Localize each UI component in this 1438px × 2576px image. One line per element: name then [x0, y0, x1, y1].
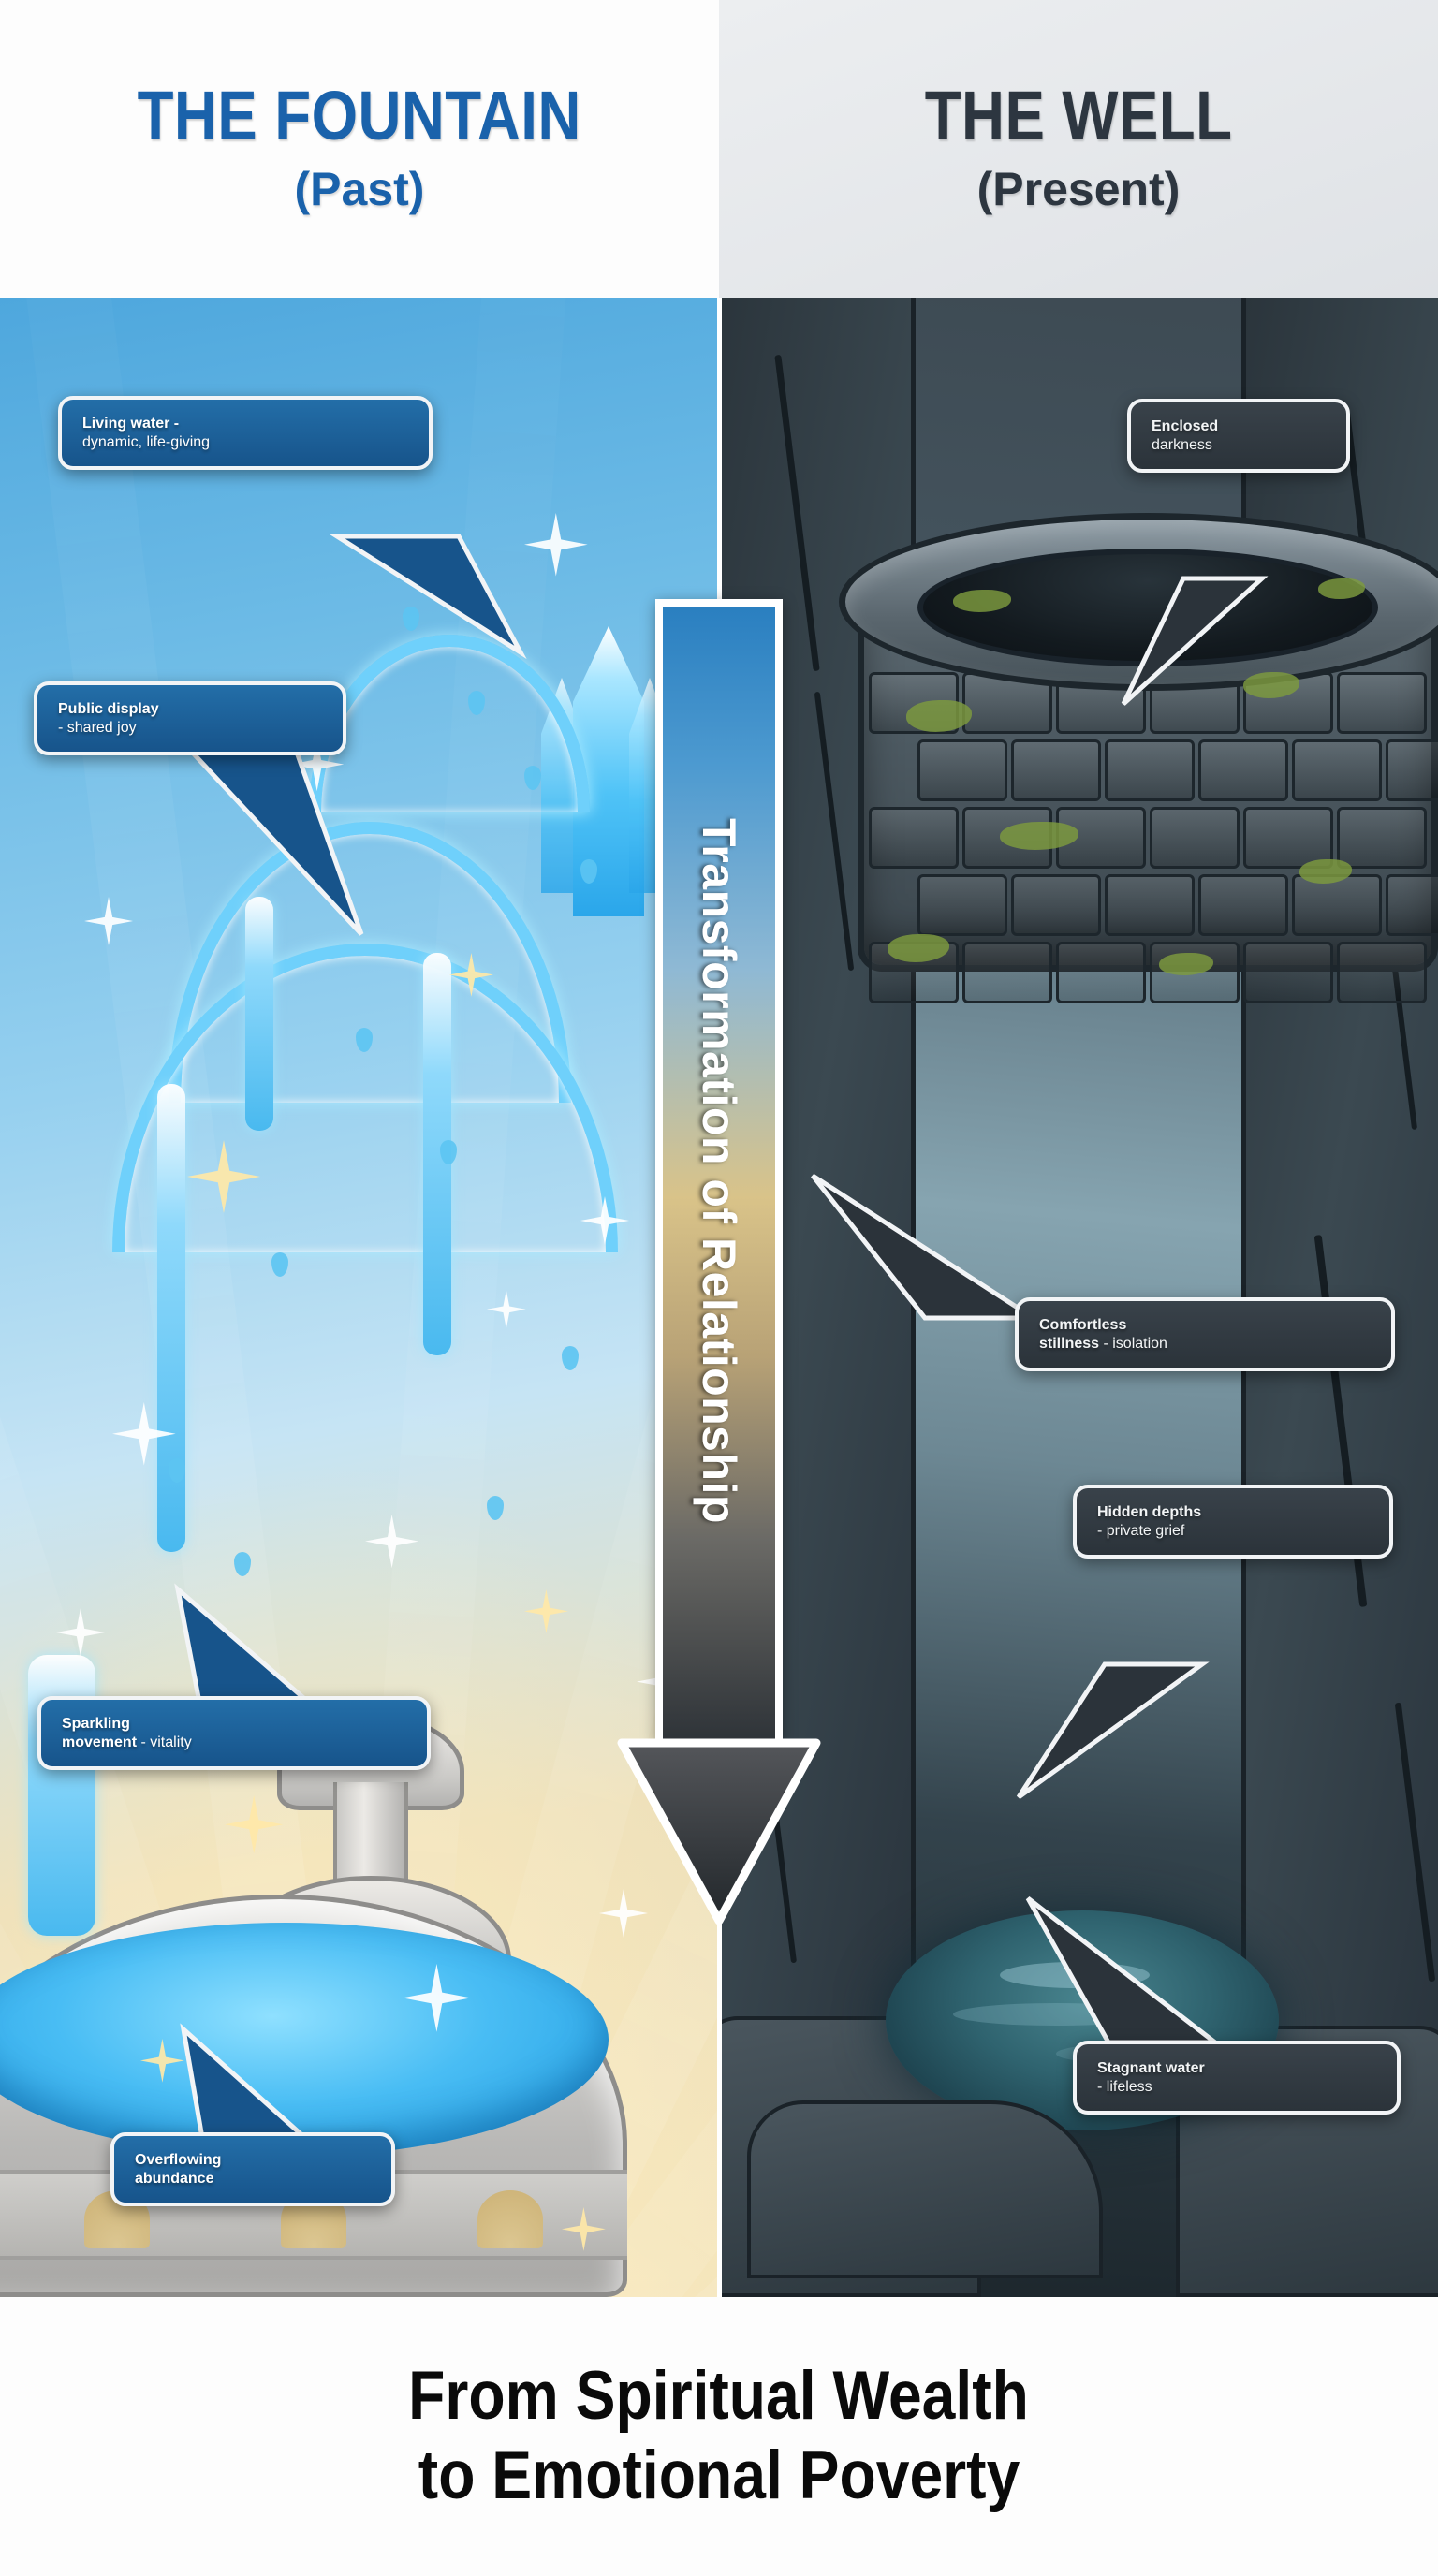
callout-tail-hidden-depths	[1016, 1661, 1210, 1805]
well-brick	[1243, 942, 1333, 1003]
callout-line-bold: Hidden depths	[1097, 1504, 1202, 1520]
callout-line-bold: Living water -	[82, 416, 180, 432]
callout-overflowing-abundance[interactable]: Overflowing abundance	[110, 2132, 395, 2207]
callout-enclosed-darkness[interactable]: Enclosed darkness	[1127, 399, 1350, 474]
callout-line-bold: Enclosed	[1152, 418, 1219, 434]
well-brick	[1105, 739, 1195, 801]
left-panel-fountain-illustration: Living water - dynamic, life-giving Publ…	[0, 298, 719, 2297]
arrow-head-icon	[614, 1735, 824, 1928]
callout-line-bold: Stagnant water	[1097, 2060, 1205, 2076]
well-brick	[1337, 942, 1427, 1003]
callout-living-water[interactable]: Living water - dynamic, life-giving	[58, 396, 433, 471]
well-brick	[1386, 874, 1438, 936]
callout-line-bold-2: abundance	[135, 2170, 214, 2187]
footer-caption: From Spiritual Wealth to Emotional Pover…	[0, 2297, 1438, 2576]
well-brick	[1011, 739, 1101, 801]
well-brick	[1292, 739, 1382, 801]
callout-line-rest: - shared joy	[58, 719, 137, 736]
well-brick	[917, 739, 1007, 801]
moss-patch	[953, 590, 1011, 612]
well-brick	[869, 807, 959, 869]
callout-line-bold: Sparkling	[62, 1716, 130, 1732]
callout-tail-sparkling-movement	[174, 1583, 321, 1711]
callout-line-rest: movement - vitality	[62, 1734, 192, 1750]
header-left-title: THE FOUNTAIN	[137, 77, 582, 154]
water-fall-stream	[157, 1084, 185, 1552]
callout-tail-overflowing-abundance	[180, 2023, 315, 2142]
callout-hidden-depths[interactable]: Hidden depths - private grief	[1073, 1485, 1393, 1559]
callout-line-bold: Comfortless	[1039, 1317, 1127, 1333]
header-left-subtitle: (Past)	[294, 163, 425, 215]
header-right-title: THE WELL	[924, 77, 1233, 154]
arrow-label-wrap: Transformation of Relationship	[655, 599, 783, 1743]
well-brick	[1386, 739, 1438, 801]
cavern-foreground-rock	[747, 2100, 1103, 2278]
well-brick	[1292, 874, 1382, 936]
well-brick	[1056, 942, 1146, 1003]
moss-patch	[906, 700, 972, 732]
callout-stagnant-water[interactable]: Stagnant water - lifeless	[1073, 2041, 1401, 2115]
callout-line-rest: - lifeless	[1097, 2078, 1152, 2095]
well-brick	[1198, 739, 1288, 801]
well-brick	[1198, 874, 1288, 936]
well-brick	[962, 942, 1052, 1003]
callout-public-display[interactable]: Public display - shared joy	[34, 681, 346, 756]
well-brick	[1150, 807, 1240, 869]
callout-tail-public-display	[182, 744, 365, 944]
callout-comfortless-stillness[interactable]: Comfortless stillness - isolation	[1015, 1297, 1395, 1372]
arrow-label: Transformation of Relationship	[693, 818, 746, 1524]
moss-patch	[1000, 822, 1078, 850]
well-brick	[1337, 807, 1427, 869]
fountain-ornament	[477, 2190, 543, 2248]
transformation-arrow: Transformation of Relationship	[617, 599, 821, 1938]
header-bar: THE FOUNTAIN (Past) THE WELL (Present)	[0, 0, 1438, 298]
well-brick	[1243, 807, 1333, 869]
water-fall-stream	[245, 897, 273, 1131]
header-right-subtitle: (Present)	[976, 163, 1181, 215]
callout-tail-enclosed-darkness	[1121, 576, 1269, 710]
well-brick	[1337, 672, 1427, 734]
footer-line-2: to Emotional Poverty	[418, 2437, 1020, 2513]
arrow-shaft	[655, 599, 783, 1743]
well-brick	[917, 874, 1007, 936]
well-brick	[1011, 874, 1101, 936]
footer-line-1: From Spiritual Wealth	[408, 2358, 1030, 2435]
fountain-basin-water	[0, 1923, 609, 2157]
callout-tail-comfortless-stillness	[811, 1173, 1042, 1325]
moss-patch	[1318, 578, 1365, 599]
callout-tail-stagnant-water	[1025, 1896, 1225, 2048]
callout-line-rest: - private grief	[1097, 1522, 1185, 1539]
callout-line-bold: Overflowing	[135, 2152, 222, 2168]
moss-patch	[888, 934, 949, 962]
right-panel-well-illustration: Enclosed darkness Comfortless stillness …	[719, 298, 1438, 2297]
header-right-well: THE WELL (Present)	[719, 0, 1438, 298]
callout-sparkling-movement[interactable]: Sparkling movement - vitality	[37, 1696, 431, 1771]
moss-patch	[1243, 672, 1299, 698]
moss-patch	[1159, 953, 1213, 975]
callout-line-rest: darkness	[1152, 436, 1212, 453]
callout-line-bold: Public display	[58, 701, 159, 717]
callout-tail-living-water	[329, 534, 527, 660]
moss-patch	[1299, 859, 1352, 884]
header-left-fountain: THE FOUNTAIN (Past)	[0, 0, 719, 298]
callout-line-rest: dynamic, life-giving	[82, 433, 211, 450]
callout-line-rest: stillness - isolation	[1039, 1335, 1167, 1352]
well-brick	[1105, 874, 1195, 936]
